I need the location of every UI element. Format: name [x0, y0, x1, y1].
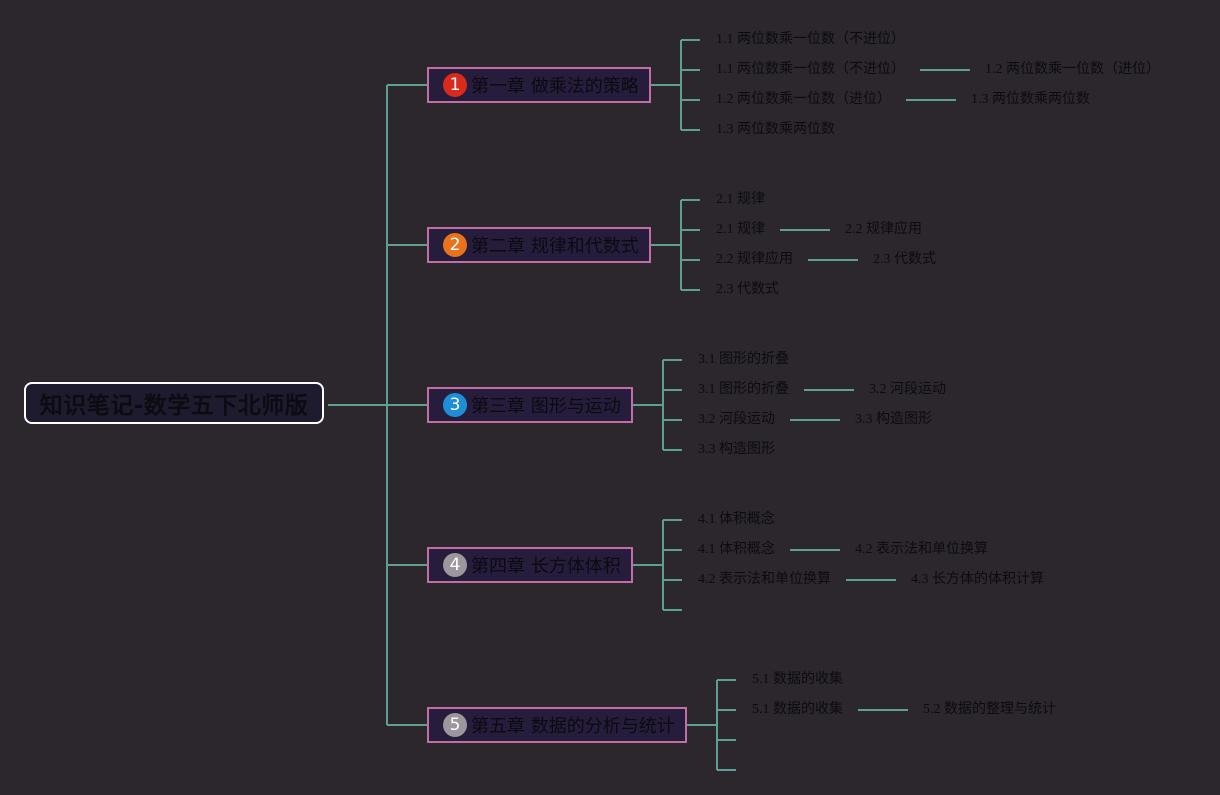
chapter-5-number-badge: 5: [443, 713, 467, 737]
chapter-5-node[interactable]: 5 第五章 数据的分析与统计: [427, 707, 687, 743]
topic-5-2-next[interactable]: 5.2 数据的整理与统计: [923, 702, 1056, 717]
topic-2-3-next[interactable]: 2.3 代数式: [873, 252, 936, 267]
topic-2-2[interactable]: 2.2 规律应用: [716, 252, 793, 267]
root-topic[interactable]: 知识笔记-数学五下北师版: [24, 382, 324, 424]
topic-4-1-b[interactable]: 4.1 体积概念: [698, 542, 775, 557]
chapter-5-branch: [687, 679, 736, 771]
topic-3-1-b[interactable]: 3.1 图形的折叠: [698, 382, 789, 397]
topic-1-2[interactable]: 1.2 两位数乘一位数（进位）: [716, 92, 891, 107]
chapter-2-number-badge: 2: [443, 233, 467, 257]
chapter-1-node[interactable]: 1 第一章 做乘法的策略: [427, 67, 651, 103]
topic-3-2-next[interactable]: 3.2 河段运动: [869, 382, 946, 397]
topic-4-1-a[interactable]: 4.1 体积概念: [698, 512, 775, 527]
chapter-4-branch: [633, 519, 682, 611]
topic-4-2-next[interactable]: 4.2 表示法和单位换算: [855, 542, 988, 557]
topic-2-3[interactable]: 2.3 代数式: [716, 282, 779, 297]
topic-5-1-a[interactable]: 5.1 数据的收集: [752, 672, 843, 687]
chapter-1-title: 第一章 做乘法的策略: [471, 76, 639, 97]
chapter-1-number-badge: 1: [443, 73, 467, 97]
chapter-3-number-badge: 3: [443, 393, 467, 417]
root-title: 知识笔记-数学五下北师版: [39, 393, 309, 419]
chapter-5-title: 第五章 数据的分析与统计: [471, 716, 675, 737]
chapter-4-node[interactable]: 4 第四章 长方体体积: [427, 547, 633, 583]
chapter-4-title: 第四章 长方体体积: [471, 556, 621, 577]
topic-3-3-next[interactable]: 3.3 构造图形: [855, 412, 932, 427]
topic-1-3[interactable]: 1.3 两位数乘两位数: [716, 122, 835, 137]
chapter-4-number-badge: 4: [443, 553, 467, 577]
chapter-3-branch: [633, 359, 682, 451]
topic-4-2[interactable]: 4.2 表示法和单位换算: [698, 572, 831, 587]
chapter-2-title: 第二章 规律和代数式: [471, 236, 639, 257]
topic-5-1-b[interactable]: 5.1 数据的收集: [752, 702, 843, 717]
chapter-3-title: 第三章 图形与运动: [471, 396, 621, 417]
chapter-1-branch: [651, 39, 700, 131]
chapter-2-node[interactable]: 2 第二章 规律和代数式: [427, 227, 651, 263]
topic-2-1-b[interactable]: 2.1 规律: [716, 222, 765, 237]
topic-2-2-next[interactable]: 2.2 规律应用: [845, 222, 922, 237]
topic-4-3-next[interactable]: 4.3 长方体的体积计算: [911, 572, 1044, 587]
topic-3-1-a[interactable]: 3.1 图形的折叠: [698, 352, 789, 367]
chapter-3-node[interactable]: 3 第三章 图形与运动: [427, 387, 633, 423]
topic-3-3[interactable]: 3.3 构造图形: [698, 442, 775, 457]
topic-1-2-next[interactable]: 1.2 两位数乘一位数（进位）: [985, 62, 1160, 77]
topic-1-1-a[interactable]: 1.1 两位数乘一位数（不进位）: [716, 32, 905, 47]
chapter-2-branch: [651, 199, 700, 291]
topic-2-1-a[interactable]: 2.1 规律: [716, 192, 765, 207]
topic-1-1-b[interactable]: 1.1 两位数乘一位数（不进位）: [716, 62, 905, 77]
topic-3-2[interactable]: 3.2 河段运动: [698, 412, 775, 427]
topic-1-3-next[interactable]: 1.3 两位数乘两位数: [971, 92, 1090, 107]
